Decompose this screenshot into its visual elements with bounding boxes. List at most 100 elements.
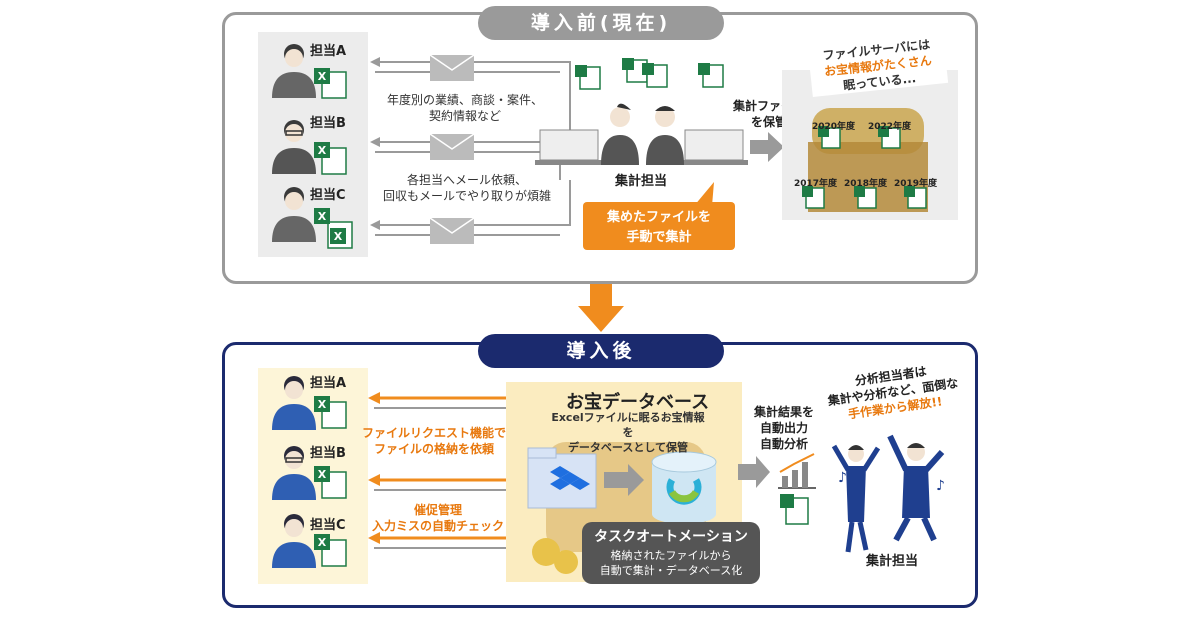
year-label: 2018年度 xyxy=(844,179,888,189)
excel-icon xyxy=(575,65,601,90)
bar-chart-icon xyxy=(778,453,816,489)
output-line: 集計結果を xyxy=(753,405,814,419)
excel-icon xyxy=(818,126,841,149)
before-person-c-label: 担当C xyxy=(310,188,346,203)
jumping-person-icon xyxy=(887,434,945,542)
arrow-left-icon xyxy=(368,532,380,544)
db-sub-line: データベースとして保管 xyxy=(567,441,689,454)
excel-icon: X xyxy=(314,68,347,99)
excel-icon xyxy=(904,186,927,209)
year-label: 2020年度 xyxy=(812,122,856,132)
happy-aggregators: ♪ ♪ xyxy=(831,434,945,553)
database-cylinder-icon xyxy=(651,451,717,524)
svg-text:X: X xyxy=(334,230,343,243)
envelope-icon xyxy=(429,54,475,81)
excel-icon xyxy=(854,186,877,209)
dropbox-folder-icon xyxy=(527,447,597,509)
before-note-1: 年度別の業績、商談・案件、 契約情報など xyxy=(380,92,550,124)
year-label: 2022年度 xyxy=(868,122,912,132)
after-title: 導入後 xyxy=(478,334,724,368)
output-line: 自動出力 xyxy=(759,421,808,435)
before-person-a-label: 担当A xyxy=(310,44,347,59)
person-b-icon xyxy=(272,446,316,500)
output-label: 集計結果を 自動出力 自動分析 xyxy=(745,404,823,452)
callout-tail xyxy=(694,182,714,206)
automation-line: 自動で集計・データベース化 xyxy=(599,564,743,577)
aggregator-person-icon xyxy=(601,103,639,165)
aggregator-person-icon xyxy=(646,106,684,165)
note-line: 契約情報など xyxy=(428,109,501,123)
note-line: ファイルリクエスト機能で xyxy=(361,426,506,440)
persons-bg xyxy=(258,32,368,257)
arrow-right-icon xyxy=(750,132,784,162)
excel-icon xyxy=(878,126,901,149)
note-line: 催促管理 xyxy=(413,503,462,517)
arrow-right-icon xyxy=(738,456,770,488)
laptop-icon xyxy=(680,129,748,165)
person-b-icon xyxy=(272,120,316,174)
svg-text:X: X xyxy=(318,144,327,157)
arrow-left-icon xyxy=(368,392,380,404)
automation-line: 格納されたファイルから xyxy=(610,549,732,562)
before-note-2: 各担当へメール依頼、 回収もメールでやり取りが煩雑 xyxy=(372,172,562,204)
laptop-icon xyxy=(535,129,603,165)
note-line: 各担当へメール依頼、 xyxy=(406,173,527,187)
excel-icon xyxy=(780,494,809,525)
excel-icon: X xyxy=(314,396,347,429)
down-arrow-icon xyxy=(578,284,624,332)
note-line: 入力ミスの自動チェック xyxy=(371,519,504,533)
before-persons-group: X X X X xyxy=(258,32,368,257)
excel-icon: X xyxy=(314,466,347,499)
after-persons-group: X X X xyxy=(258,368,368,584)
after-person-b-label: 担当B xyxy=(310,446,346,461)
arrow-left-icon xyxy=(370,57,380,67)
box-line: 集めたファイルを xyxy=(606,210,711,225)
svg-text:X: X xyxy=(318,536,327,549)
task-automation-box: タスクオートメーション 格納されたファイルから 自動で集計・データベース化 xyxy=(582,522,760,584)
arrow-left-icon xyxy=(368,474,380,486)
excel-icon: X X xyxy=(314,208,353,249)
request-note: ファイルリクエスト機能で ファイルの格納を依頼 xyxy=(360,425,508,457)
arrow-right-icon xyxy=(604,464,644,496)
person-c-icon xyxy=(272,187,316,242)
excel-icon: X xyxy=(314,534,347,567)
svg-text:X: X xyxy=(318,468,327,481)
box-line: 手動で集計 xyxy=(626,230,692,245)
before-aggregators xyxy=(535,58,748,165)
coin-icon xyxy=(532,538,560,566)
year-label: 2019年度 xyxy=(894,179,938,189)
svg-text:X: X xyxy=(318,398,327,411)
envelope-icon xyxy=(429,133,475,160)
excel-icon xyxy=(698,63,724,88)
before-aggregator-label: 集計担当 xyxy=(615,174,668,189)
store-line: を保管 xyxy=(750,115,787,129)
person-a-icon xyxy=(272,376,316,430)
after-aggregator-label: 集計担当 xyxy=(866,554,919,569)
db-title: お宝データベース xyxy=(566,392,710,413)
note-line: 年度別の業績、商談・案件、 xyxy=(386,93,543,107)
excel-icon xyxy=(802,186,825,209)
automation-sub: 格納されたファイルから 自動で集計・データベース化 xyxy=(582,548,760,578)
envelope-icon xyxy=(429,217,475,244)
arrow-left-icon xyxy=(370,220,380,230)
output-visuals xyxy=(738,453,816,525)
after-person-c-label: 担当C xyxy=(310,518,346,533)
manual-aggregate-box: 集めたファイルを 手動で集計 xyxy=(583,202,735,250)
reminder-note: 催促管理 入力ミスの自動チェック xyxy=(368,502,508,534)
file-server-chest xyxy=(782,70,958,220)
after-person-a-label: 担当A xyxy=(310,376,347,391)
excel-icon xyxy=(642,63,668,88)
note-line: ファイルの格納を依頼 xyxy=(373,442,494,456)
person-c-icon xyxy=(272,514,316,568)
db-subtitle: Excelファイルに眠るお宝情報を データベースとして保管 xyxy=(548,410,708,455)
arrow-left-icon xyxy=(370,137,380,147)
before-mail-flows xyxy=(370,54,571,244)
svg-text:X: X xyxy=(318,70,327,83)
persons-bg xyxy=(258,368,368,584)
before-title: 導入前(現在) xyxy=(478,6,724,40)
automation-title: タスクオートメーション xyxy=(594,529,748,545)
output-line: 自動分析 xyxy=(759,437,808,451)
music-note-icon: ♪ xyxy=(936,478,945,494)
excel-icon: X xyxy=(314,142,347,175)
jumping-person-icon xyxy=(831,444,881,553)
